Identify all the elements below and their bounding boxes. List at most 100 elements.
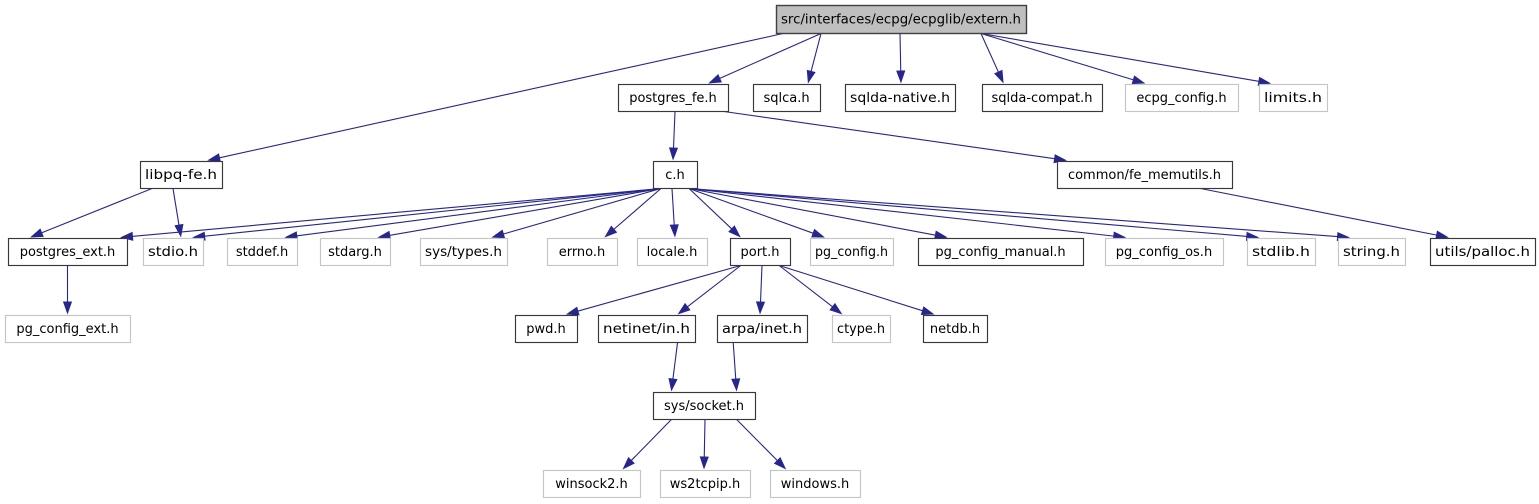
node-label: ctype.h: [837, 322, 885, 337]
arrowhead-icon: [731, 378, 741, 392]
node-label: pg_config.h: [815, 245, 888, 260]
arrowhead-icon: [174, 223, 184, 238]
arrowhead-icon: [30, 228, 44, 238]
node-utils_palloc[interactable]: utils/palloc.h: [1429, 237, 1537, 267]
node-box: [1258, 83, 1329, 113]
arrowhead-icon: [1131, 75, 1146, 85]
edge-sys_socket-to-windows: [736, 419, 787, 470]
arrowhead-icon: [120, 231, 134, 241]
node-pwd[interactable]: pwd.h: [514, 314, 579, 344]
node-label: common/fe_memutils.h: [1068, 168, 1221, 183]
arrowhead-icon: [669, 224, 679, 238]
node-box[interactable]: [652, 391, 757, 421]
node-label: sqlda-compat.h: [992, 91, 1093, 106]
node-label: pg_config_os.h: [1116, 245, 1212, 260]
node-label: errno.h: [559, 245, 606, 260]
arrowhead-icon: [1257, 76, 1272, 86]
node-stdlib: stdlib.h: [1246, 237, 1317, 267]
node-fe_memutils[interactable]: common/fe_memutils.h: [1056, 160, 1234, 190]
arrowhead-icon: [1435, 230, 1449, 240]
node-label: sqlca.h: [763, 91, 809, 106]
node-box[interactable]: [617, 83, 730, 113]
edge-c-to-port: [688, 188, 741, 238]
node-label: sys/socket.h: [664, 399, 744, 414]
node-box: [226, 237, 299, 267]
node-box: [775, 4, 1028, 35]
node-label: pg_config_ext.h: [16, 322, 118, 337]
node-sqlca[interactable]: sqlca.h: [752, 83, 822, 113]
node-libpq_fe[interactable]: libpq-fe.h: [139, 160, 224, 190]
node-pg_config: pg_config.h: [809, 237, 895, 267]
edge-sys_socket-to-ws2tcpip: [699, 419, 709, 470]
node-c[interactable]: c.h: [652, 160, 699, 190]
node-box[interactable]: [729, 237, 792, 267]
node-label: ecpg_config.h: [1136, 91, 1226, 106]
node-box[interactable]: [1429, 237, 1537, 267]
node-label: c.h: [665, 168, 685, 183]
node-sqlda_compat[interactable]: sqlda-compat.h: [981, 83, 1104, 113]
node-pg_config_ext: pg_config_ext.h: [4, 314, 132, 344]
node-windows: windows.h: [769, 469, 862, 499]
arrowhead-icon: [755, 301, 766, 315]
arrowhead-icon: [377, 230, 391, 240]
node-box[interactable]: [597, 314, 697, 344]
node-label: postgres_ext.h: [20, 245, 116, 260]
node-netdb[interactable]: netdb.h: [922, 314, 989, 344]
node-label: sqlda-native.h: [850, 91, 950, 106]
node-string: string.h: [1337, 237, 1407, 267]
edge-fe_memutils-to-utils_palloc: [1200, 187, 1449, 240]
node-box: [1337, 237, 1407, 267]
node-sys_socket[interactable]: sys/socket.h: [652, 391, 757, 421]
node-label: arpa/inet.h: [722, 322, 802, 337]
edge-arpa_inet-to-sys_socket: [731, 342, 741, 392]
node-label: limits.h: [1264, 91, 1322, 106]
node-stddef: stddef.h: [226, 237, 299, 267]
arrowhead-icon: [811, 228, 825, 238]
node-box: [319, 237, 392, 267]
node-box[interactable]: [716, 314, 809, 344]
node-label: winsock2.h: [555, 477, 628, 492]
arrowhead-icon: [896, 70, 906, 84]
edge-root-to-limits: [980, 32, 1272, 86]
node-pg_config_manual[interactable]: pg_config_manual.h: [917, 237, 1085, 267]
node-label: stdio.h: [148, 245, 198, 260]
node-label: pwd.h: [526, 322, 566, 337]
node-label: postgres_fe.h: [629, 91, 717, 106]
node-box[interactable]: [1056, 160, 1234, 190]
node-postgres_fe[interactable]: postgres_fe.h: [617, 83, 730, 113]
edge-c-to-pg_config: [688, 187, 825, 238]
edge-libpq_fe-to-postgres_ext: [30, 187, 153, 238]
arrowhead-icon: [207, 153, 221, 163]
node-box[interactable]: [652, 160, 699, 190]
node-postgres_ext[interactable]: postgres_ext.h: [7, 237, 129, 267]
node-box: [831, 314, 892, 344]
node-box[interactable]: [139, 160, 224, 190]
node-netinet_in[interactable]: netinet/in.h: [597, 314, 697, 344]
node-winsock2: winsock2.h: [542, 469, 642, 499]
arrowhead-icon: [773, 457, 787, 470]
node-port[interactable]: port.h: [729, 237, 792, 267]
arrowhead-icon: [699, 456, 709, 470]
edge-root-to-sqlda_native: [896, 33, 906, 84]
edge-port-to-ctype: [778, 265, 843, 315]
node-box[interactable]: [981, 83, 1104, 113]
node-box[interactable]: [922, 314, 989, 344]
node-label: port.h: [740, 245, 779, 260]
node-limits: limits.h: [1258, 83, 1329, 113]
node-box[interactable]: [917, 237, 1085, 267]
node-sqlda_native[interactable]: sqlda-native.h: [844, 83, 957, 113]
edge-c-to-stdarg: [377, 187, 662, 240]
arrowhead-icon: [491, 229, 506, 239]
edge-c-to-errno: [604, 188, 662, 238]
edge-c-to-locale: [669, 188, 679, 238]
edge-root-to-sqlca: [806, 33, 822, 84]
node-pg_config_os: pg_config_os.h: [1104, 237, 1225, 267]
node-box[interactable]: [514, 314, 579, 344]
node-box[interactable]: [752, 83, 822, 113]
node-box[interactable]: [844, 83, 957, 113]
node-box[interactable]: [7, 237, 129, 267]
node-root: src/interfaces/ecpg/ecpglib/extern.h: [775, 4, 1028, 35]
edge-port-to-netinet_in: [677, 265, 742, 315]
node-arpa_inet[interactable]: arpa/inet.h: [716, 314, 809, 344]
